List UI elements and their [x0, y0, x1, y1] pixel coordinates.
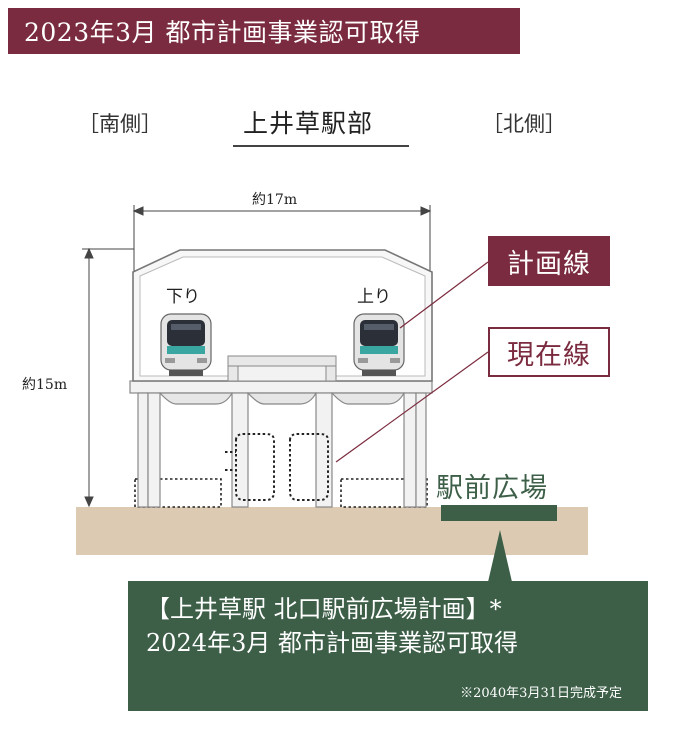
plaza-plan-callout: 【上井草駅 北口駅前広場計画】* 2024年3月 都市計画事業認可取得 ※204…	[128, 581, 648, 711]
height-dimension-label: 約15m	[22, 377, 68, 393]
planned-line-tag: 計画線	[488, 236, 610, 286]
current-line-trains	[225, 433, 329, 501]
viaduct-substructure	[129, 380, 433, 508]
width-dimension-line	[132, 205, 432, 272]
station-title-underline	[233, 145, 409, 147]
callout-status: 2024年3月 都市計画事業認可取得	[146, 629, 518, 657]
station-plaza-block	[441, 505, 557, 521]
station-plaza-label: 駅前広場	[436, 473, 548, 504]
header-badge: 2023年3月 都市計画事業認可取得	[8, 8, 520, 54]
width-dimension-label: 約17m	[252, 192, 298, 208]
callout-title: 【上井草駅 北口駅前広場計画】*	[146, 595, 502, 623]
up-train-label: 上り	[357, 287, 391, 307]
existing-ground-structures	[134, 478, 428, 508]
callout-pointer	[488, 530, 512, 582]
leader-lines	[335, 261, 489, 463]
station-title: 上井草駅部	[243, 109, 374, 138]
island-platform	[227, 355, 337, 382]
up-train-icon	[353, 313, 405, 376]
north-side-label: ［北側］	[482, 112, 566, 136]
down-train-label: 下り	[166, 287, 200, 307]
south-side-label: ［南側］	[78, 112, 162, 136]
callout-note: ※2040年3月31日完成予定	[460, 686, 622, 701]
current-line-tag: 現在線	[488, 327, 610, 377]
down-train-icon	[160, 313, 212, 376]
height-dimension-line	[82, 247, 134, 508]
